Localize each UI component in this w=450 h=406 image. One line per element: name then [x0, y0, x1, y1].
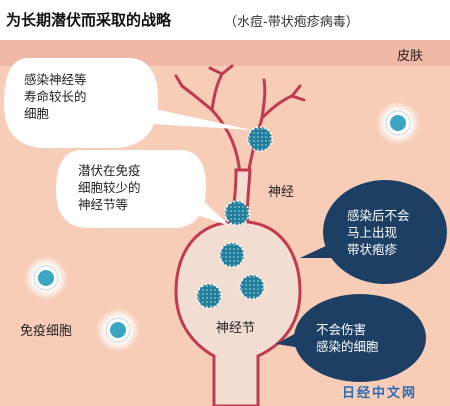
ganglion-label: 神经节 [216, 321, 256, 336]
callout-no-harm-tail [276, 332, 302, 348]
immune-cell-icon [376, 101, 420, 145]
virus-icon [219, 242, 245, 268]
callout-few-immune-shape [56, 150, 206, 228]
virus-icon [196, 283, 222, 309]
immune-cell-icon [96, 308, 140, 352]
callout-line: 感染后不会 [347, 208, 410, 223]
title-bar: 为长期潜伏而采取的战略 （水痘-带状疱疹病毒） [0, 0, 450, 40]
callout-line: 潜伏在免疫 [78, 163, 141, 178]
callout-few-immune-text: 潜伏在免疫 细胞较少的 神经节等 [78, 162, 141, 213]
callout-line: 感染神经等 [24, 72, 87, 87]
virus-icon [239, 274, 265, 300]
callout-line: 感染的细胞 [316, 339, 379, 354]
page-subtitle: （水痘-带状疱疹病毒） [224, 15, 359, 30]
immune-cell-label: 免疫细胞 [20, 324, 73, 339]
virus-icon [224, 200, 250, 226]
callout-long-lived-tail [150, 108, 252, 130]
callout-bubbles-dark [276, 180, 447, 382]
callout-long-lived-text: 感染神经等 寿命较长的 细胞 [24, 71, 87, 122]
callout-line: 神经节等 [78, 197, 129, 212]
callout-few-immune-tail [194, 196, 230, 226]
nerve-body [174, 168, 302, 406]
callout-no-harm-shape [294, 294, 426, 382]
brand-logo: 日经中文网 [342, 386, 418, 401]
callout-line: 带状疱疹 [347, 242, 398, 257]
immune-cells [24, 101, 420, 352]
callout-line: 细胞较少的 [78, 180, 141, 195]
virus-icon [247, 126, 273, 152]
callout-no-shingles-tail [300, 244, 334, 258]
skin-label: 皮肤 [397, 49, 424, 64]
callout-long-lived-shape [4, 58, 158, 148]
callout-line: 细胞 [24, 106, 50, 121]
nerve-label: 神经 [268, 185, 295, 200]
virus-particles [196, 126, 273, 309]
callout-bubbles-light [4, 58, 252, 228]
callout-no-harm-text: 不会伤害 感染的细胞 [316, 321, 379, 355]
callout-line: 寿命较长的 [24, 89, 87, 104]
callout-line: 马上出现 [347, 225, 398, 240]
callout-no-shingles-shape [323, 180, 447, 284]
callout-no-shingles-text: 感染后不会 马上出现 带状疱疹 [347, 207, 410, 258]
page-title: 为长期潜伏而采取的战略 [6, 11, 172, 29]
immune-cell-icon [24, 256, 68, 300]
callout-line: 不会伤害 [316, 322, 367, 337]
